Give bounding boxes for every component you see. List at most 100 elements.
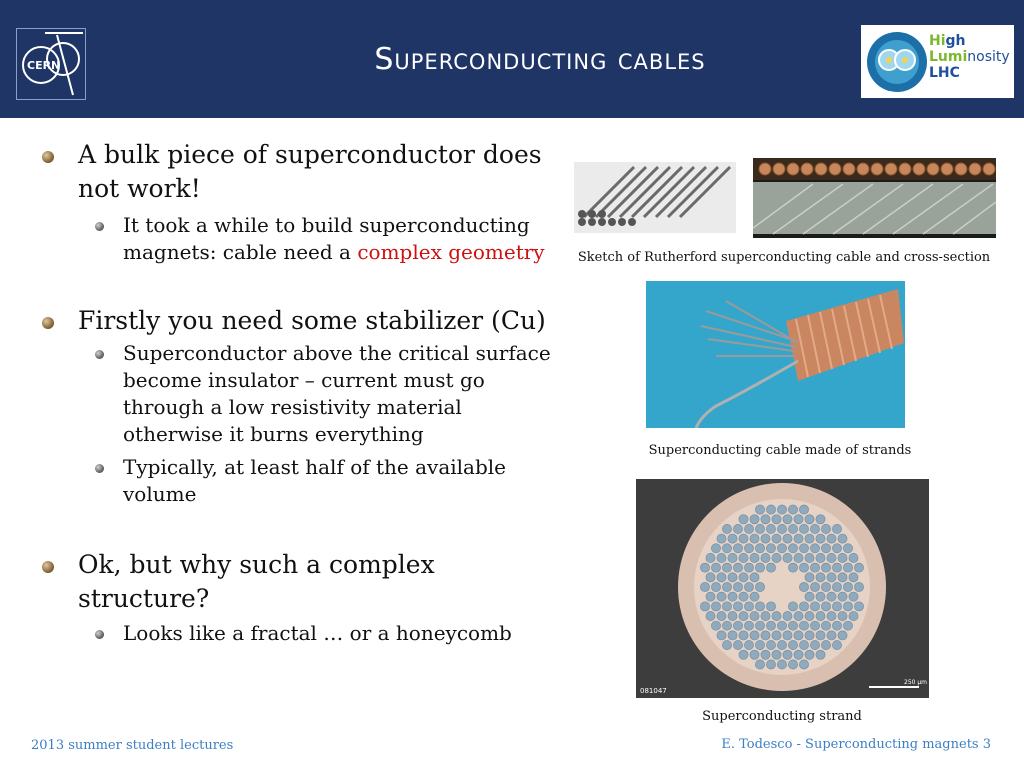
filament-cell [854, 582, 864, 592]
filament-cell [711, 620, 721, 631]
filament-cell [744, 582, 754, 592]
filament-cell [711, 601, 721, 612]
filament-cell [837, 553, 848, 563]
filament-cell [716, 591, 727, 602]
filament-cell [810, 562, 820, 573]
filament-cell [727, 611, 738, 621]
filament-cell [799, 562, 809, 573]
filament-cell [744, 524, 754, 534]
filament-cell [722, 640, 732, 650]
filament-cell [727, 572, 738, 583]
filament-cell [716, 533, 727, 544]
filament-cell [700, 601, 710, 612]
filament-cell [749, 649, 760, 660]
filament-cell [832, 582, 842, 592]
cable-strands-photo [646, 281, 905, 428]
filament-cell [755, 659, 765, 670]
filament-cell [738, 611, 749, 621]
filament-cell [722, 582, 732, 592]
filament-cell [799, 620, 809, 631]
hl-lhc-wordmark: High Luminosity LHC [929, 33, 1010, 81]
filament-cell [815, 630, 826, 641]
filament-cell [788, 504, 798, 515]
filament-cell [716, 553, 727, 563]
filament-cell [815, 611, 826, 621]
filament-cell [821, 640, 831, 650]
filament-cell [810, 640, 820, 650]
filament-cell [738, 572, 749, 583]
figure-caption: Superconducting cable made of strands [648, 443, 912, 458]
filament-cell [755, 640, 765, 650]
filament-cell [826, 572, 837, 583]
micrograph-id-label: 081047 [640, 687, 667, 695]
bullet-item: Ok, but why such a complex structure? [40, 548, 560, 616]
filament-cell [788, 562, 798, 573]
filament-cell [744, 620, 754, 631]
filament-cell [804, 553, 815, 563]
sub-bullet-item: Typically, at least half of the availabl… [40, 454, 560, 508]
filament-cell [766, 620, 776, 631]
bullet-item: Firstly you need some stabilizer (Cu) [40, 304, 560, 338]
filament-cell [755, 543, 765, 554]
filament-cell [777, 620, 787, 631]
filament-cell [733, 524, 743, 534]
sub-bullet-item: Superconductor above the critical surfac… [40, 340, 560, 448]
filament-cell [744, 640, 754, 650]
filament-cell [777, 504, 787, 515]
bullet-item: A bulk piece of superconductor does not … [40, 138, 560, 206]
filament-cell [832, 620, 842, 631]
bullet-icon [42, 151, 54, 163]
filament-cell [843, 543, 853, 554]
filament-cell [810, 543, 820, 554]
filament-cell [760, 649, 771, 660]
filament-cell [788, 640, 798, 650]
filament-cell [793, 611, 804, 621]
filament-cell [793, 630, 804, 641]
filament-cell [777, 543, 787, 554]
filament-cell [810, 601, 820, 612]
filament-cell [755, 582, 765, 592]
filament-cell [782, 611, 793, 621]
rutherford-cable-sketch [574, 162, 736, 233]
bullet-icon [42, 317, 54, 329]
filament-cell [749, 553, 760, 563]
filament-cell [837, 591, 848, 602]
sub-bullet-item: Looks like a fractal … or a honeycomb [40, 620, 560, 647]
filament-cell [722, 620, 732, 631]
filament-cell [738, 533, 749, 544]
filament-cell [782, 553, 793, 563]
filament-cell [766, 640, 776, 650]
filament-cell [854, 562, 864, 573]
filament-cell [804, 611, 815, 621]
filament-cell [771, 630, 782, 641]
filament-cell [832, 562, 842, 573]
filament-cell [799, 524, 809, 534]
filament-cell [771, 533, 782, 544]
filament-cell [815, 553, 826, 563]
filament-cell [760, 553, 771, 563]
filament-cell [848, 591, 859, 602]
filament-cell [777, 659, 787, 670]
filament-cell [744, 562, 754, 573]
filament-cell [843, 601, 853, 612]
filament-cell [766, 601, 776, 612]
filament-cell [810, 620, 820, 631]
filament-cell [804, 649, 815, 660]
filament-cell [848, 611, 859, 621]
filament-cell [755, 601, 765, 612]
footer-left: 2013 summer student lectures [31, 738, 234, 753]
filament-cell [716, 611, 727, 621]
filament-cell [793, 553, 804, 563]
filament-cell [727, 553, 738, 563]
filament-cell [705, 572, 716, 583]
filament-cell [821, 620, 831, 631]
bullet-icon [95, 222, 104, 231]
filament-cell [705, 553, 716, 563]
filament-cell [810, 582, 820, 592]
bullet-icon [95, 630, 104, 639]
filament-cell [733, 620, 743, 631]
filament-cell [738, 553, 749, 563]
filament-cell [727, 630, 738, 641]
filament-cell [760, 611, 771, 621]
filament-cell [832, 543, 842, 554]
